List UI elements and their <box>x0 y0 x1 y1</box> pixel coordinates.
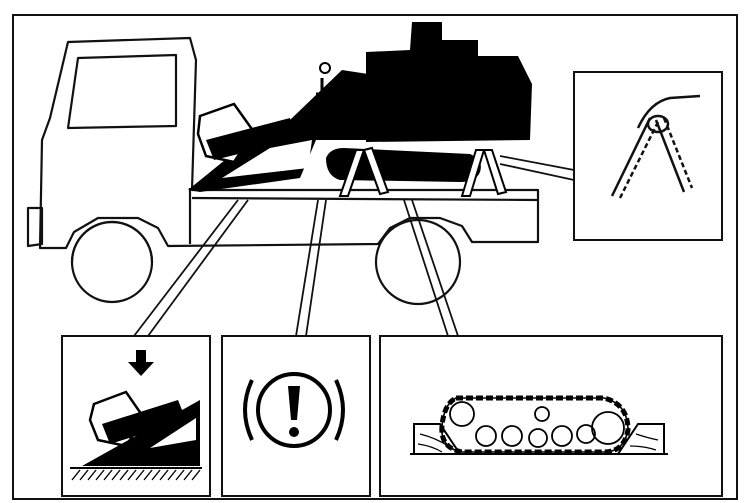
deck-line <box>192 198 538 200</box>
cab-window <box>68 55 176 128</box>
exclamation-dot <box>289 427 299 437</box>
rope-tie-down-panel <box>574 72 722 240</box>
callout-brake <box>296 200 326 336</box>
attachment-lowered-panel <box>62 336 210 496</box>
loaded-machine <box>188 22 532 196</box>
track-panel-frame <box>380 336 722 496</box>
track-chocks-panel <box>380 336 722 496</box>
callout-rope <box>500 156 574 180</box>
lever-knob <box>320 63 330 73</box>
machine-upper-housing <box>366 22 532 142</box>
parking-brake-panel <box>222 336 370 496</box>
rear-wheel <box>376 220 460 304</box>
